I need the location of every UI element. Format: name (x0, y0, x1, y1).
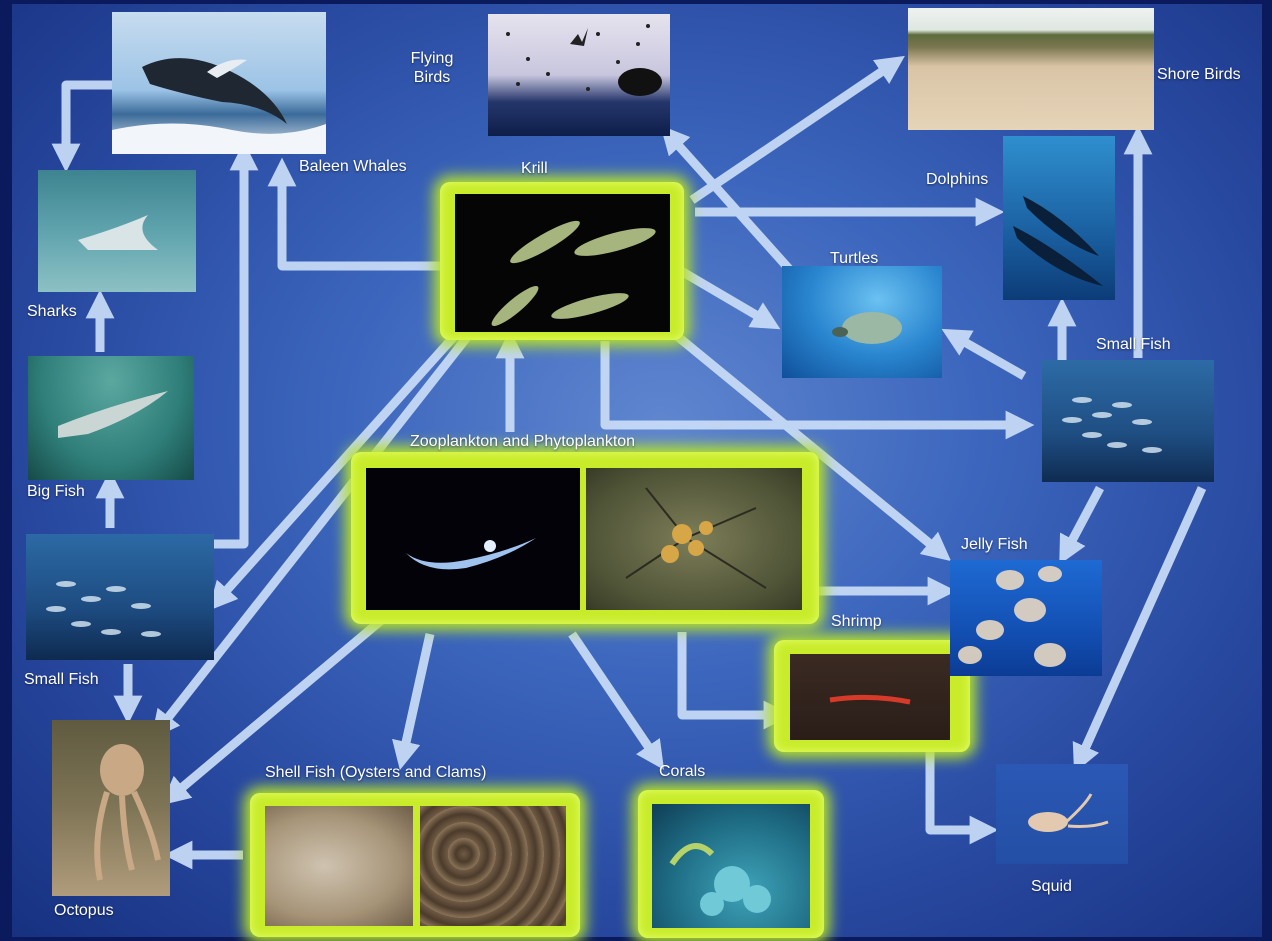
label-jelly-fish: Jelly Fish (961, 536, 1028, 553)
big-fish-icon (58, 391, 168, 438)
turtles-photo (782, 266, 942, 378)
label-small-fish-right: Small Fish (1096, 336, 1171, 353)
label-krill: Krill (521, 160, 548, 177)
squid-icon (1028, 793, 1109, 832)
dolphin-icon (1013, 196, 1103, 286)
label-baleen-whales: Baleen Whales (299, 158, 407, 175)
zooplankton-icon (406, 538, 536, 570)
phytoplankton-icon (625, 487, 767, 589)
label-shore-birds: Shore Birds (1157, 66, 1241, 83)
fish-school-icon (1062, 397, 1162, 453)
dolphins-photo (1003, 136, 1115, 300)
turtle-icon (832, 312, 902, 344)
jelly-fish-photo (950, 560, 1102, 676)
label-small-fish-left: Small Fish (24, 671, 99, 688)
jellyfish-icon (958, 566, 1066, 667)
shore-birds-photo (908, 8, 1154, 130)
label-dolphins: Dolphins (926, 171, 989, 188)
shark-icon (78, 215, 158, 250)
oysters-photo (265, 806, 413, 926)
whale-icon (112, 58, 326, 154)
fish-school-left-icon (46, 581, 161, 637)
phytoplankton-photo (586, 468, 802, 610)
squid-photo (996, 764, 1128, 864)
octopus-icon (94, 744, 161, 881)
label-octopus: Octopus (54, 902, 114, 919)
flying-birds-photo (488, 14, 670, 136)
bird-flock-icon (506, 24, 662, 96)
krill-photo (455, 194, 670, 332)
label-turtles: Turtles (830, 250, 879, 267)
small-fish-right-photo (1042, 360, 1214, 482)
label-plankton: Zooplankton and Phytoplankton (410, 433, 636, 450)
label-shell-fish: Shell Fish (Oysters and Clams) (265, 764, 487, 781)
label-sharks: Sharks (27, 303, 77, 320)
label-flying-birds: Flying Birds (410, 50, 454, 86)
label-shrimp: Shrimp (831, 613, 882, 630)
corals-photo (652, 804, 810, 928)
sharks-photo (38, 170, 196, 292)
octopus-photo (52, 720, 170, 896)
clams-photo (420, 806, 566, 926)
shrimp-icon (829, 694, 911, 705)
big-fish-photo (28, 356, 194, 480)
label-big-fish: Big Fish (27, 483, 85, 500)
shrimp-photo (790, 654, 950, 740)
label-corals: Corals (659, 763, 706, 780)
coral-icon (669, 843, 771, 916)
zooplankton-photo (366, 468, 580, 610)
baleen-whale-photo (112, 12, 326, 154)
krill-icon (491, 220, 656, 327)
small-fish-left-photo (26, 534, 214, 660)
label-squid: Squid (1031, 878, 1072, 895)
